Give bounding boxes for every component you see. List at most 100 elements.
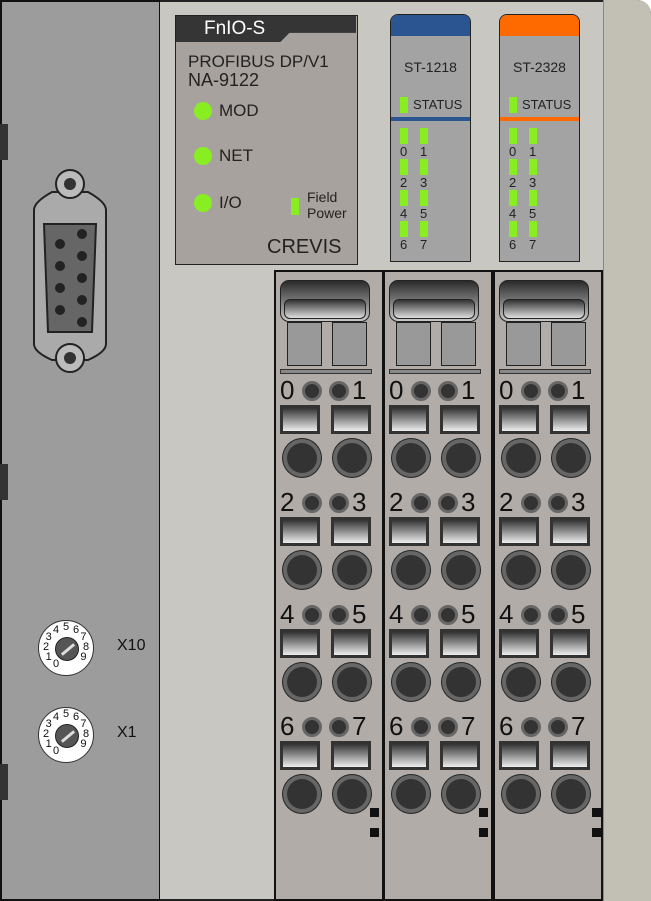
push-in-release[interactable] — [280, 405, 320, 434]
push-in-release[interactable] — [550, 517, 590, 546]
push-in-release[interactable] — [389, 741, 429, 770]
terminal-number: 7 — [571, 711, 586, 741]
wire-entry[interactable] — [333, 663, 371, 701]
terminal-number: 0 — [280, 375, 295, 405]
terminal-number: 6 — [499, 711, 514, 741]
field-power-label-line2: Power — [307, 205, 347, 221]
push-in-release[interactable] — [440, 629, 480, 658]
terminal-led — [548, 605, 568, 625]
terminal-number: 0 — [389, 375, 404, 405]
push-in-release[interactable] — [331, 405, 371, 434]
push-in-release[interactable] — [389, 517, 429, 546]
wire-entry[interactable] — [392, 551, 430, 589]
terminal-led — [302, 717, 322, 737]
switch-digit: 3 — [45, 718, 52, 730]
switch-knob[interactable] — [55, 724, 79, 748]
lock-tab — [370, 808, 379, 817]
wire-entry[interactable] — [333, 775, 371, 813]
wire-entry[interactable] — [283, 551, 321, 589]
terminal-led — [521, 381, 541, 401]
terminal-number: 1 — [461, 375, 476, 405]
push-in-release[interactable] — [499, 741, 539, 770]
channel-label-4: 4 — [400, 206, 408, 221]
protocol-label: PROFIBUS DP/V1 — [188, 52, 329, 71]
end-cover — [603, 0, 651, 901]
push-in-release[interactable] — [550, 629, 590, 658]
wire-entry[interactable] — [392, 663, 430, 701]
wire-entry[interactable] — [333, 551, 371, 589]
lever-handle — [503, 299, 585, 319]
channel-label-0: 0 — [509, 144, 517, 159]
wire-entry[interactable] — [552, 775, 590, 813]
channel-label-1: 1 — [420, 144, 428, 159]
terminal-led — [329, 493, 349, 513]
switch-digit: 0 — [53, 745, 60, 758]
switch-digit: 7 — [80, 718, 87, 730]
push-in-release[interactable] — [550, 741, 590, 770]
wire-entry[interactable] — [442, 663, 480, 701]
release-lever[interactable] — [389, 280, 479, 322]
push-in-release[interactable] — [331, 517, 371, 546]
terminal-led — [521, 717, 541, 737]
field-power-label-line1: Field — [307, 189, 338, 205]
status-led — [509, 97, 517, 113]
wire-entry[interactable] — [392, 439, 430, 477]
push-in-release[interactable] — [331, 629, 371, 658]
switch-knob[interactable] — [55, 637, 79, 661]
wire-entry[interactable] — [333, 439, 371, 477]
push-in-release[interactable] — [280, 629, 320, 658]
wire-entry[interactable] — [502, 439, 540, 477]
switch-digit: 4 — [53, 623, 60, 636]
push-in-release[interactable] — [389, 629, 429, 658]
push-in-release[interactable] — [389, 405, 429, 434]
wire-entry[interactable] — [502, 775, 540, 813]
wire-entry[interactable] — [552, 663, 590, 701]
push-in-release[interactable] — [550, 405, 590, 434]
terminal-led — [329, 381, 349, 401]
wire-entry[interactable] — [392, 775, 430, 813]
push-in-release[interactable] — [499, 517, 539, 546]
terminal-number: 2 — [389, 487, 404, 517]
terminal-number: 6 — [389, 711, 404, 741]
push-in-release[interactable] — [280, 517, 320, 546]
push-in-release[interactable] — [280, 741, 320, 770]
push-in-release[interactable] — [440, 741, 480, 770]
wire-entry[interactable] — [442, 439, 480, 477]
channel-led-3 — [420, 159, 428, 175]
lever-handle — [284, 299, 366, 319]
terminal-led — [548, 381, 568, 401]
db9-connector[interactable] — [32, 162, 108, 384]
wire-entry[interactable] — [552, 439, 590, 477]
push-in-release[interactable] — [331, 741, 371, 770]
module-color-line — [391, 117, 470, 121]
wire-entry[interactable] — [283, 663, 321, 701]
wire-entry[interactable] — [283, 439, 321, 477]
arrow-icon — [60, 643, 76, 656]
terminal-number: 0 — [499, 375, 514, 405]
wire-entry[interactable] — [442, 551, 480, 589]
channel-label-6: 6 — [509, 237, 517, 252]
push-in-release[interactable] — [440, 517, 480, 546]
arrow-icon — [60, 730, 76, 743]
switch-label: X1 — [117, 724, 137, 741]
wire-entry[interactable] — [442, 775, 480, 813]
push-in-release[interactable] — [499, 629, 539, 658]
push-in-release[interactable] — [499, 405, 539, 434]
release-lever[interactable] — [280, 280, 370, 322]
rail-notch — [0, 764, 8, 800]
wire-entry[interactable] — [502, 663, 540, 701]
wire-entry[interactable] — [283, 775, 321, 813]
wire-entry[interactable] — [502, 551, 540, 589]
terminal-led — [329, 717, 349, 737]
switch-digit: 1 — [45, 651, 52, 663]
label-slot — [441, 322, 476, 366]
release-lever[interactable] — [499, 280, 589, 322]
wire-entry[interactable] — [552, 551, 590, 589]
push-in-release[interactable] — [440, 405, 480, 434]
